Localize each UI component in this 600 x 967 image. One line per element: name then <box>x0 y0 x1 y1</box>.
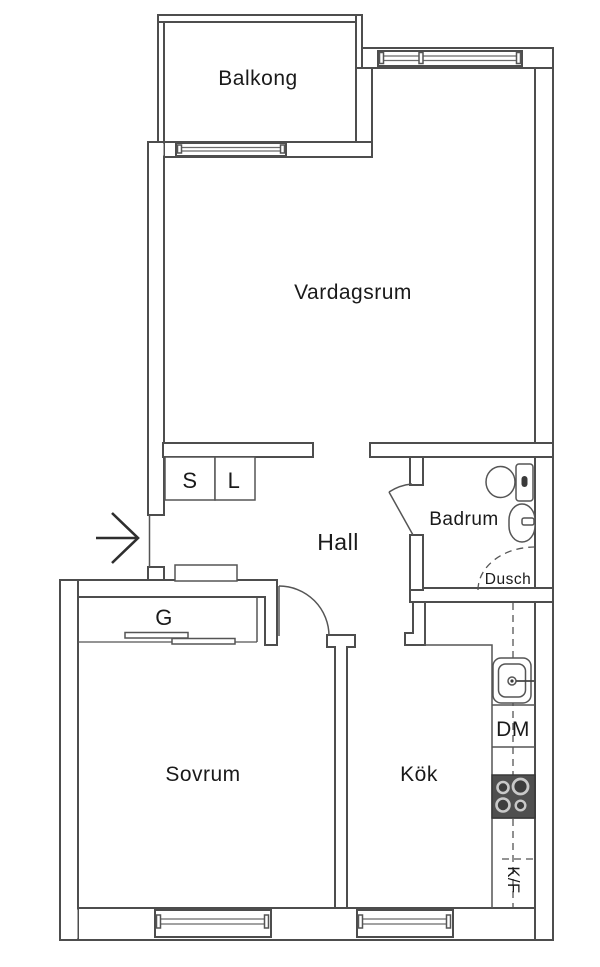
label-living-room: Vardagsrum <box>294 281 412 304</box>
bathroom-left-wall <box>409 534 424 591</box>
label-bathroom: Badrum <box>429 509 499 530</box>
bathroom-bottom-wall <box>409 587 554 603</box>
bedroom-door <box>278 585 330 637</box>
bottom-wall <box>59 907 554 941</box>
balcony-top-wall <box>157 14 363 23</box>
entrance-arrow-icon <box>96 512 140 564</box>
sliding-door-panel <box>171 637 236 645</box>
labels: Balkong Vardagsrum S L Hall Badrum Dusch… <box>155 67 531 894</box>
wardrobe-g <box>78 598 258 645</box>
doors <box>148 483 414 637</box>
wall-joint <box>61 909 78 939</box>
balcony-window <box>175 142 287 157</box>
windows <box>154 50 523 938</box>
left-wall-upper <box>147 141 165 516</box>
label-closet-s: S <box>182 468 197 493</box>
stove-icon <box>491 774 536 819</box>
wall-joint <box>357 143 371 156</box>
label-wardrobe-g: G <box>155 605 173 630</box>
kitchen-sink-icon <box>492 657 534 704</box>
wall-joint <box>61 581 77 596</box>
kitchen-window <box>356 909 454 938</box>
hall-cabinet <box>174 564 238 582</box>
kitchen-counter <box>424 602 493 908</box>
bedroom-kitchen-wall <box>326 634 356 909</box>
kitchen-fixtures <box>424 602 536 908</box>
label-hall: Hall <box>317 529 359 555</box>
bathroom-door-jamb <box>409 454 424 486</box>
label-fridge-freezer: K/F <box>504 866 522 893</box>
kitchen-door-jamb <box>404 596 426 646</box>
right-wall <box>534 47 554 941</box>
bedroom-left-wall <box>59 579 79 941</box>
label-kitchen: Kök <box>400 763 438 786</box>
wall-joint <box>536 589 552 601</box>
label-shower: Dusch <box>485 571 531 588</box>
hall-livingroom-wall-left <box>162 442 314 458</box>
washbasin-icon <box>508 503 536 543</box>
bathroom-fixtures <box>477 463 536 591</box>
sliding-door-panel <box>124 631 189 639</box>
balcony-right-wall <box>355 14 363 69</box>
closet-l-box <box>214 456 256 501</box>
label-bedroom: Sovrum <box>165 763 240 786</box>
walls <box>59 14 554 941</box>
bedroom-window <box>154 909 272 938</box>
label-dishwasher: DM <box>496 718 530 741</box>
label-closet-l: L <box>228 468 241 493</box>
wall-joint <box>536 909 552 939</box>
wall-joint <box>149 143 164 156</box>
label-balcony: Balkong <box>218 67 297 90</box>
bathroom-door <box>388 483 414 536</box>
wall-joint <box>536 444 552 456</box>
livingroom-top-window <box>377 50 523 67</box>
closets <box>78 456 258 645</box>
wall-joint <box>536 49 552 67</box>
hall-livingroom-wall-right <box>369 442 554 458</box>
toilet-icon <box>485 463 534 502</box>
closet-s-box <box>164 456 216 501</box>
balcony-left-wall <box>157 14 165 158</box>
